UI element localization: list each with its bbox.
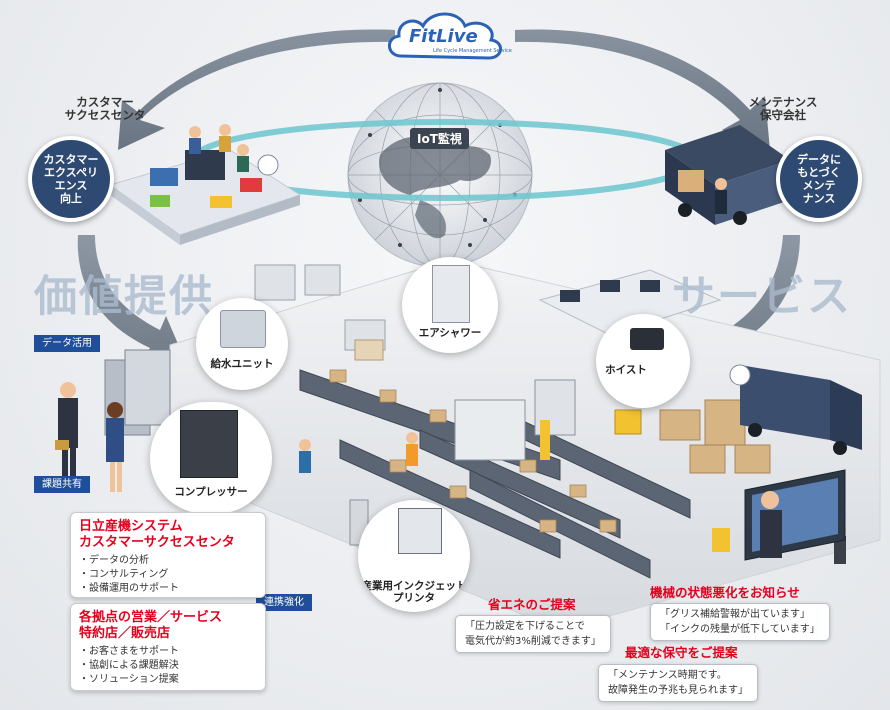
monitoring-office [538,269,722,336]
inkjet-machine [398,508,442,554]
hoist-label: ホイスト [605,364,647,376]
customer-meeting [55,349,171,492]
hoist-machine [630,328,664,350]
hitachi-center-list: データの分析 コンサルティング 設備運用のサポート [79,554,257,596]
fitlive-logo: FitLive Life Cycle Management Service [383,6,512,68]
arrow-top-left [118,29,395,150]
list-item: データの分析 [79,554,257,568]
maintenance-company-title: メンテナンス 保守会社 [748,95,818,122]
list-item: ソリューション提案 [79,673,257,687]
list-item: 協創による課題解決 [79,659,257,673]
logo-tagline: Life Cycle Management Service [433,48,512,54]
collab-tag: 連携強化 [256,594,312,611]
cloud-icon [388,12,502,60]
logistics-area [614,364,862,474]
value-provision-word: 価値提供 [34,272,214,322]
compressor-machine [180,410,238,478]
iot-label: IoT監視 [410,128,469,149]
air-shower-label: エアシャワー [418,327,482,339]
maintenance-truck [665,125,790,225]
list-item: 設備運用のサポート [79,582,257,596]
workers [299,432,846,564]
inkjet-label: 産業用インクジェット プリンタ [361,580,467,604]
floor-machines [254,264,576,546]
energy-heading: 省エネのご提案 [488,597,576,612]
issue-share-tag: 課題共有 [34,476,90,493]
arrow-left-down [77,235,185,364]
air-shower-machine [432,265,470,323]
globe [347,82,533,268]
water-unit-machine [220,310,266,348]
monitoring-tablet [712,469,846,561]
hitachi-center-panel: 日立産機システム カスタマーサクセスセンタ データの分析 コンサルティング 設備… [70,512,266,598]
inkjet-bubble: 産業用インクジェット プリンタ [358,500,470,612]
list-item: コンサルティング [79,568,257,582]
compressor-label: コンプレッサー [174,486,248,498]
air-shower-bubble: エアシャワー [402,257,498,353]
sales-service-title: 各拠点の営業／サービス 特約店／販売店 [79,610,223,641]
water-unit-bubble: 給水ユニット [196,298,288,390]
hitachi-center-title: 日立産機システム カスタマーサクセスセンタ [79,519,235,550]
maint-note: 「メンテナンス時期です。 故障発生の予兆も見られます」 [598,664,758,702]
service-word: サービス [672,272,852,322]
machine-note: 「グリス補給警報が出ています」 「インクの残量が低下しています」 [650,603,830,641]
logo-name: FitLive [409,26,478,47]
customer-success-title: カスタマー サクセスセンタ [64,95,146,122]
water-unit-label: 給水ユニット [210,358,274,370]
customer-experience-circle: カスタマー エクスペリ エンス 向上 [28,136,114,222]
sales-service-list: お客さまをサポート 協創による課題解決 ソリューション提案 [79,645,257,687]
compressor-bubble: コンプレッサー [150,402,272,514]
energy-note: 「圧力設定を下げることで 電気代が約3%削減できます」 [455,615,611,653]
maint-heading: 最適な保守をご提案 [625,645,738,660]
list-item: お客さまをサポート [79,645,257,659]
data-use-tag: データ活用 [34,335,100,352]
machine-heading: 機械の状態悪化をお知らせ [650,585,800,600]
sales-service-panel: 各拠点の営業／サービス 特約店／販売店 お客さまをサポート 協創による課題解決 … [70,603,266,691]
office-platform [108,124,302,245]
hoist-bubble: ホイスト [596,314,690,408]
data-maintenance-circle: データに もとづく メンテ ナンス [776,136,862,222]
